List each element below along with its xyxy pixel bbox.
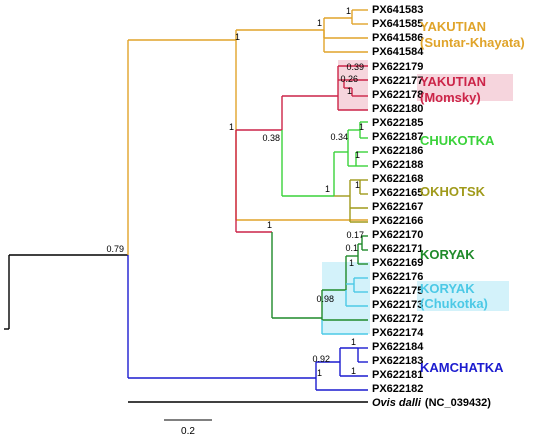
support-value: 0.38 <box>262 133 280 143</box>
clade-label-kamchatka: KAMCHATKA <box>420 360 504 375</box>
scale-bar: 0.2 <box>164 419 212 437</box>
tip-label: PX622181 <box>372 369 423 381</box>
outgroup-species: Ovis dalli <box>372 397 422 409</box>
tip-label: PX622182 <box>372 383 423 395</box>
clade-label-okhotsk: OKHOTSK <box>420 184 486 199</box>
clade-label-line2: (Momsky) <box>420 90 481 105</box>
clade-label-yakutian-momsky: YAKUTIAN (Momsky) <box>420 74 490 105</box>
clade-label-koryak: KORYAK <box>420 247 475 262</box>
clade-label-line1: KORYAK <box>420 281 475 296</box>
tip-label: PX622186 <box>372 145 423 157</box>
clade-label-line1: YAKUTIAN <box>420 74 486 89</box>
clade-label-koryak-chukotka: KORYAK (Chukotka) <box>420 281 488 311</box>
tip-label: PX622167 <box>372 201 423 213</box>
clade-label-yakutian-suntar: YAKUTIAN (Suntar-Khayata) <box>420 19 525 50</box>
support-value: 1 <box>351 366 356 376</box>
tip-label: PX622166 <box>372 215 423 227</box>
tip-label: PX622165 <box>372 187 423 199</box>
tip-label: PX622180 <box>372 103 423 115</box>
tip-label: PX622176 <box>372 271 423 283</box>
support-value: 1 <box>355 150 360 160</box>
support-value: 1 <box>325 184 330 194</box>
support-value: 0.98 <box>316 294 334 304</box>
support-value: 0.34 <box>330 132 348 142</box>
clade-label-chukotka: CHUKOTKA <box>420 133 495 148</box>
tip-label: PX622174 <box>372 327 424 339</box>
tip-label: PX622171 <box>372 243 423 255</box>
momsky-label-highlight <box>417 74 513 101</box>
clade-label-line1: YAKUTIAN <box>420 19 486 34</box>
tip-label: PX641585 <box>372 18 423 30</box>
support-value: 1 <box>229 122 234 132</box>
support-value: 1 <box>359 122 364 132</box>
tip-label: PX641586 <box>372 32 423 44</box>
tip-label: PX641584 <box>372 46 424 58</box>
tip-label: PX622188 <box>372 159 423 171</box>
tip-label: PX622175 <box>372 285 423 297</box>
tip-label: PX622185 <box>372 117 423 129</box>
clade-highlights <box>322 60 513 334</box>
support-value: 1 <box>235 32 240 42</box>
tip-label: PX622179 <box>372 61 423 73</box>
support-value: 0.92 <box>312 354 330 364</box>
support-value: 1 <box>351 337 356 347</box>
scale-bar-label: 0.2 <box>181 426 195 437</box>
tip-label: PX622169 <box>372 257 423 269</box>
outgroup-label: Ovis dalli(NC_039432) <box>372 397 491 409</box>
momsky-highlight <box>338 60 368 110</box>
support-value: 0.17 <box>346 230 364 240</box>
koryak-chukotka-label-highlight <box>417 281 509 311</box>
tip-label: PX622173 <box>372 299 423 311</box>
tip-label: PX622184 <box>372 341 424 353</box>
tip-label: PX622170 <box>372 229 423 241</box>
support-value: 1 <box>355 180 360 190</box>
support-value: 1 <box>267 220 272 230</box>
tip-label: PX622172 <box>372 313 423 325</box>
clade-labels: YAKUTIAN (Suntar-Khayata) YAKUTIAN (Moms… <box>420 19 525 375</box>
support-value: 0.39 <box>346 62 364 72</box>
tree-branches <box>4 9 368 403</box>
clade-label-line2: (Chukotka) <box>420 296 488 311</box>
support-values: 1 1 1 0.39 0.26 1 1 0.38 0.34 1 1 1 1 0.… <box>106 6 364 378</box>
support-value: 0.26 <box>340 74 358 84</box>
support-value: 0.79 <box>106 244 124 254</box>
tip-label: PX622187 <box>372 131 423 143</box>
tip-label: PX622177 <box>372 75 423 87</box>
outgroup-accession: (NC_039432) <box>425 397 491 409</box>
tip-label: PX622183 <box>372 355 423 367</box>
support-value: 0.1 <box>345 243 358 253</box>
tip-label: PX622178 <box>372 89 423 101</box>
support-value: 1 <box>317 18 322 28</box>
tip-label: PX622168 <box>372 173 423 185</box>
support-value: 1 <box>346 6 351 16</box>
tip-label: PX641583 <box>372 4 423 16</box>
support-value: 1 <box>349 258 354 268</box>
support-value: 1 <box>347 86 352 96</box>
tip-labels: PX641583 PX641585 PX641586 PX641584 PX62… <box>372 4 491 409</box>
support-value: 1 <box>317 368 322 378</box>
clade-label-line2: (Suntar-Khayata) <box>420 35 525 50</box>
